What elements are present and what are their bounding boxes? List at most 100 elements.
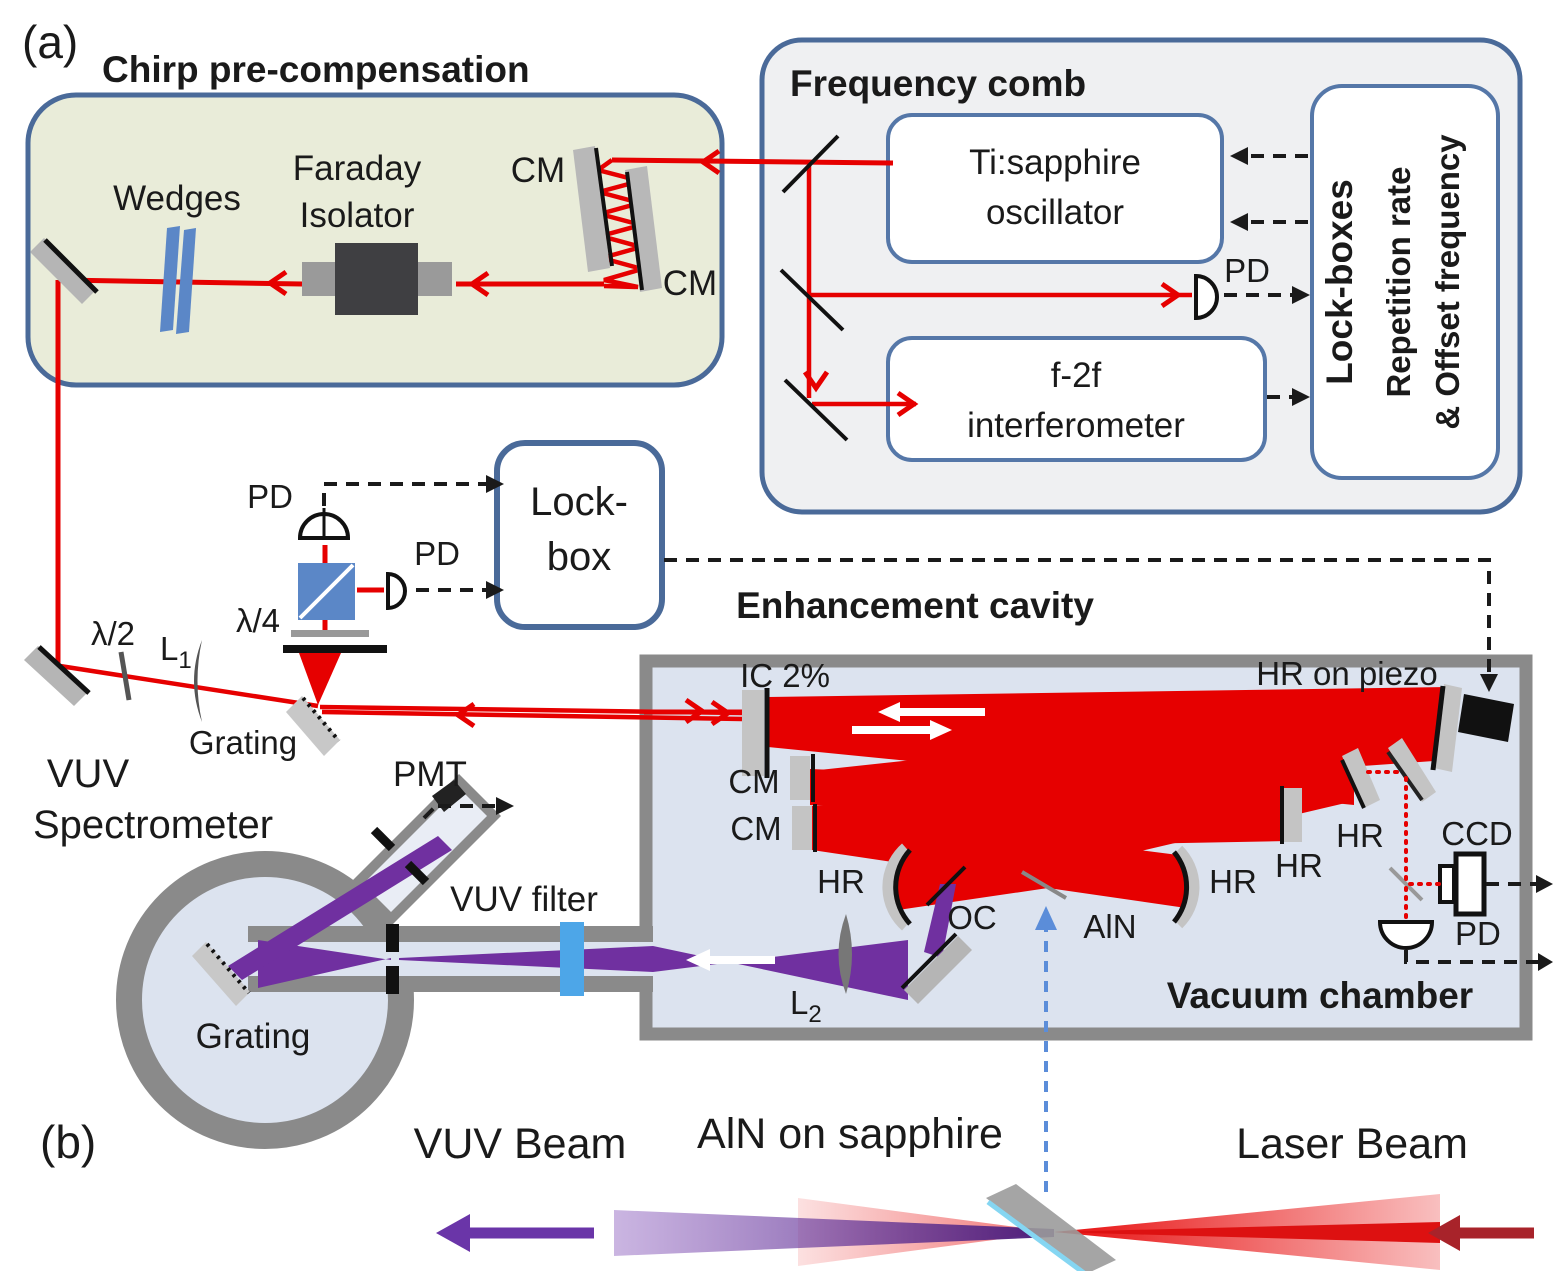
frequency-comb-box — [759, 37, 1523, 515]
wedge-1 — [160, 226, 180, 332]
grating-spectrometer-label: Grating — [196, 1017, 311, 1056]
sample-label: AlN on sapphire — [697, 1110, 1003, 1158]
pickoff-mirror — [1388, 738, 1436, 802]
ccd-icon-lens — [1438, 864, 1456, 904]
lens-l2-label: L2 — [790, 984, 822, 1028]
photodiode-cavity-icon — [1377, 920, 1435, 950]
vacuum-chamber-label: Vacuum chamber — [1167, 975, 1473, 1016]
hr-curved-right-back — [1173, 845, 1200, 929]
faraday-isolator-core — [335, 243, 418, 315]
hr-curved-right-mirror — [1172, 850, 1189, 924]
hr-curved-left-mirror — [893, 848, 912, 926]
lens-l1-label: L1 — [160, 630, 192, 674]
fold-mirror-chirp — [30, 238, 96, 304]
spectrometer-name-1: VUV — [47, 752, 130, 796]
hr-tilted-mirror — [1342, 748, 1380, 808]
grating-main — [286, 696, 340, 756]
vuv-beam-cone — [614, 1210, 1054, 1256]
cavity-cm1-mirror — [790, 756, 810, 800]
halfwave-label: λ/2 — [91, 615, 135, 652]
vuv-fold-mirror — [904, 936, 972, 1004]
vuv-beam-arrowhead — [436, 1214, 470, 1252]
aln-sample-plate — [1020, 870, 1068, 900]
wedges-label: Wedges — [113, 179, 241, 218]
photodiode-comb-icon — [1194, 273, 1219, 321]
faraday-label-1: Faraday — [293, 149, 422, 188]
cavity-beams — [768, 687, 1448, 910]
sample-pointer — [1035, 906, 1057, 1192]
comb-optics — [779, 134, 1219, 442]
aln-label: AlN — [1083, 908, 1136, 945]
slit-upper — [386, 924, 399, 952]
chirp-precompensation-box — [25, 92, 725, 388]
lens-l1 — [194, 640, 202, 722]
quarter-waveplate — [291, 630, 369, 637]
ccd-icon-body — [1453, 851, 1487, 917]
lens-l2 — [838, 914, 852, 994]
fold-mirror-lower — [24, 646, 88, 706]
slit-lower — [386, 966, 399, 994]
pmt-slit-a — [404, 860, 430, 886]
chirped-mirror-bottom — [625, 166, 662, 292]
panel-b-beams — [436, 1184, 1534, 1271]
cavity-cm2-mirror — [792, 806, 812, 850]
vuv-filter-label: VUV filter — [450, 880, 598, 919]
grating-spectrometer — [192, 942, 250, 1006]
monitor-beamsplitter — [1388, 866, 1424, 902]
beam-delivery-optics — [24, 640, 341, 756]
hr-piezo-label: HR on piezo — [1256, 655, 1438, 692]
pmt-slit-b — [370, 826, 396, 852]
laser-beam-label: Laser Beam — [1236, 1120, 1468, 1168]
oscillator-label-2: oscillator — [986, 193, 1124, 232]
photodiode-side-icon — [386, 571, 407, 611]
cavity-cm2-label: CM — [730, 810, 781, 847]
spectrometer-optics — [192, 780, 584, 1006]
faraday-label-2: Isolator — [300, 196, 415, 235]
wedge-2 — [176, 228, 196, 334]
cavity-optics — [742, 684, 1514, 1004]
cavity-title: Enhancement cavity — [736, 585, 1094, 626]
vuv-beam-label: VUV Beam — [414, 1120, 627, 1168]
oscillator-box — [886, 113, 1224, 264]
aln-film-edge — [986, 1199, 1086, 1271]
hr-tilt-label: HR — [1336, 817, 1384, 854]
lockboxes-label-2: Repetition rate — [1380, 166, 1417, 397]
lockbox-box — [494, 440, 665, 630]
hr-curve-right-label: HR — [1209, 863, 1257, 900]
leak-beam-dotted — [1366, 770, 1442, 920]
lockboxes-box — [1310, 84, 1500, 480]
lockboxes-label-1: Lock-boxes — [1319, 179, 1360, 385]
pd-comb-label: PD — [1224, 252, 1270, 289]
half-waveplate — [118, 651, 132, 701]
pd-cavity-label: PD — [1455, 915, 1501, 952]
chirp-optics — [30, 146, 662, 334]
lockbox-label-1: Lock- — [530, 480, 628, 524]
quarterwave-label: λ/4 — [236, 602, 280, 639]
hr-flat-mirror — [1284, 788, 1302, 842]
pmt-label: PMT — [393, 755, 467, 794]
hr-curved-left-back — [882, 843, 911, 931]
output-coupler-plate — [925, 865, 967, 907]
oscillator-label-1: Ti:sapphire — [969, 143, 1141, 182]
beamsplitter-1 — [781, 134, 840, 194]
cavity-beam-direction-arrows — [852, 702, 985, 740]
laser-beam-core-right — [1054, 1222, 1440, 1243]
dispersed-beam-fan — [299, 653, 341, 705]
vuv-filter-element — [560, 922, 584, 996]
hr-piezo-mirror — [1434, 684, 1462, 772]
beamsplitter-2 — [779, 268, 845, 332]
input-coupler-mirror — [742, 690, 764, 776]
lockbox-label-2: box — [547, 535, 612, 579]
spectrometer-name-2: Spectrometer — [33, 803, 273, 847]
f2f-label-1: f-2f — [1051, 356, 1102, 395]
retro-mirror — [283, 645, 387, 653]
signal-arrowheads — [486, 147, 1553, 971]
pdh-lock-assembly — [283, 508, 407, 653]
lockboxes-label-3: & Offset frequency — [1429, 134, 1466, 430]
hr-curve-left-label: HR — [817, 863, 865, 900]
hr-mid-label: HR — [1275, 847, 1323, 884]
piezo-actuator — [1458, 694, 1514, 742]
panel-b-tag: (b) — [40, 1116, 96, 1168]
